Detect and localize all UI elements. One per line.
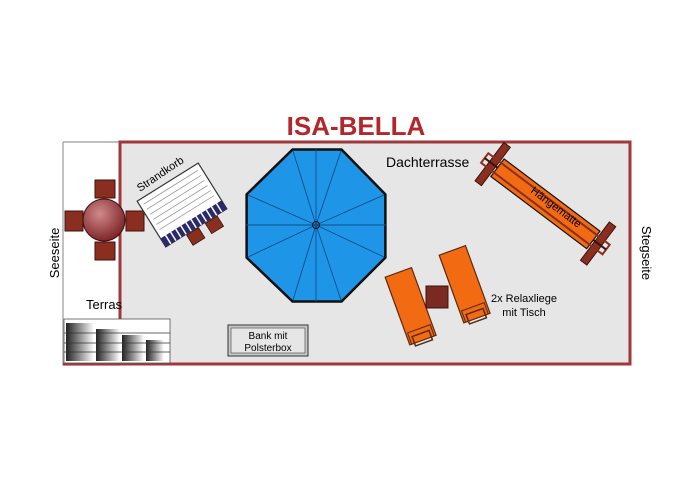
- umbrella: [245, 148, 387, 303]
- round-table-with-chairs: [64, 179, 145, 261]
- hammock: [474, 141, 617, 266]
- label-bank-line2: Polsterbox: [244, 343, 291, 354]
- lounger-left: [384, 266, 437, 347]
- plan-title: ISA-BELLA: [287, 111, 426, 141]
- label-bank-line1: Bank mit: [249, 331, 288, 342]
- label-relaxliege-line2: mit Tisch: [502, 307, 545, 319]
- bench-with-cushion-box: [227, 324, 309, 357]
- staircase: [63, 318, 171, 364]
- label-terrasse: Terras: [86, 297, 123, 312]
- label-dachterrasse: Dachterrasse: [386, 154, 469, 170]
- label-relaxliege-line1: 2x Relaxliege: [491, 293, 557, 305]
- label-stegseite: Stegseite: [639, 226, 654, 280]
- side-table: [425, 285, 449, 309]
- lounger-right: [438, 244, 491, 325]
- beach-chair: [136, 162, 228, 248]
- label-seeseite: Seeseite: [47, 228, 62, 279]
